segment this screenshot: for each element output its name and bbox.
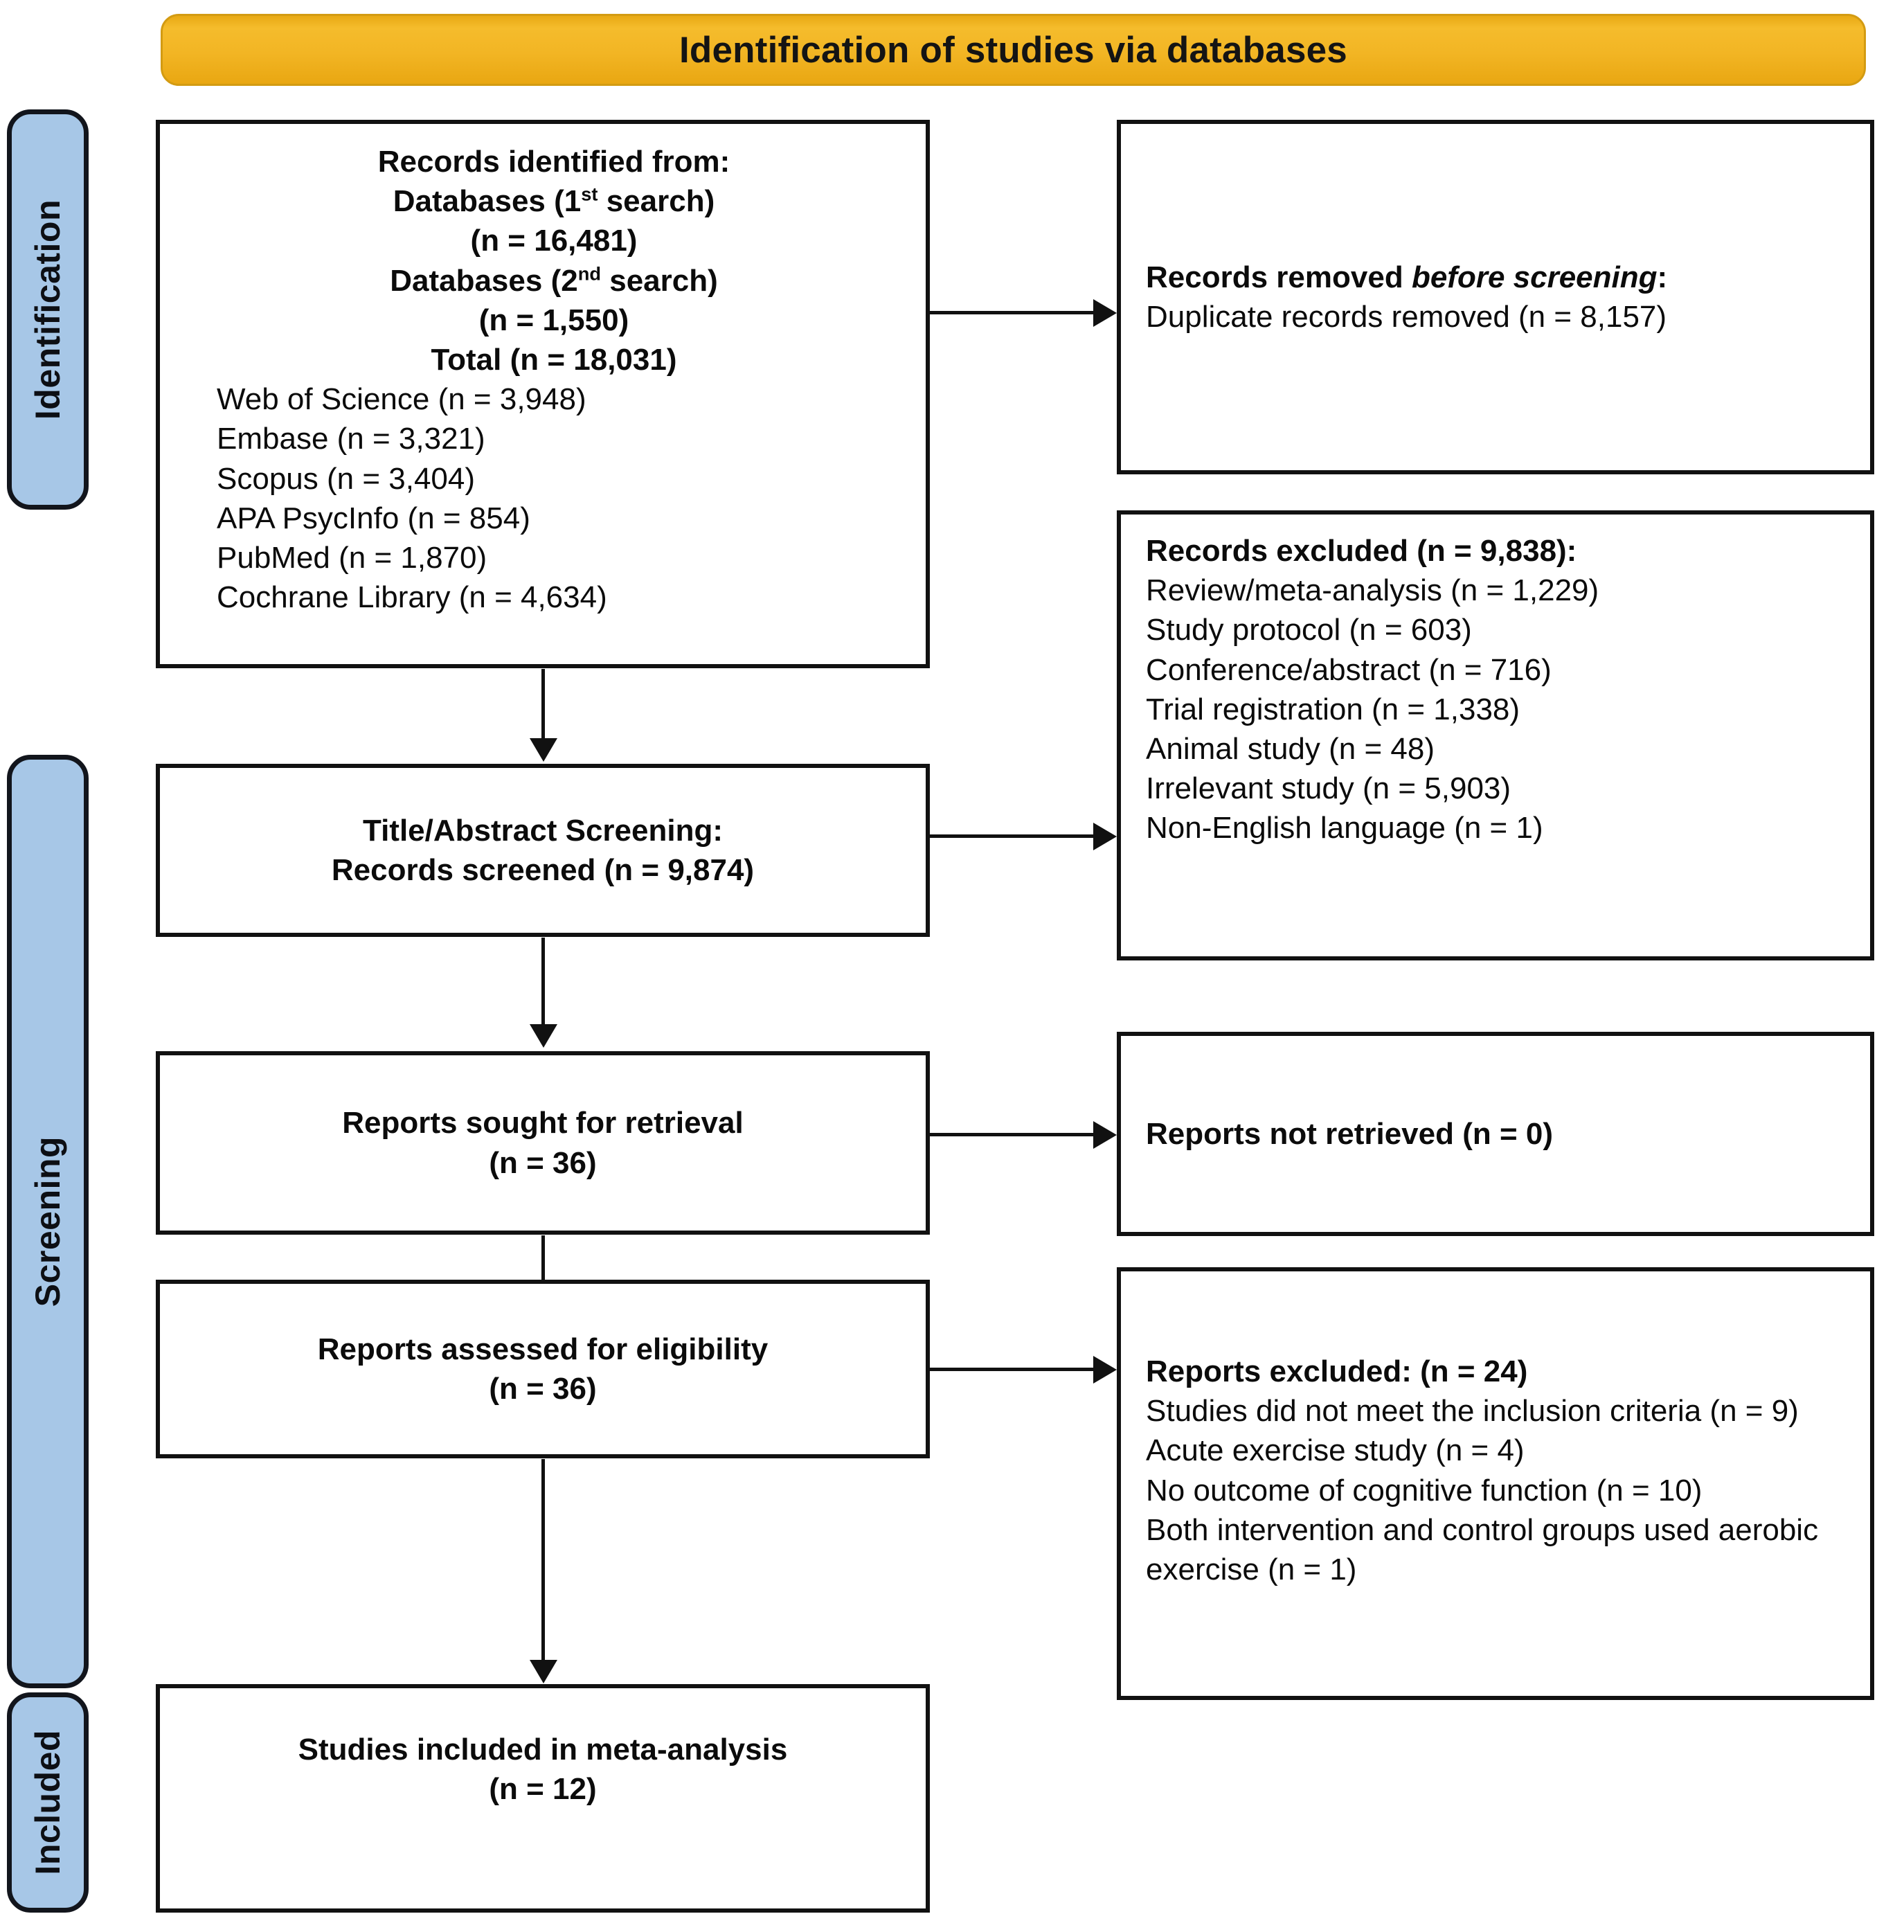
reports-sought-heading: Reports sought for retrieval	[342, 1106, 744, 1141]
reports-not-retrieved-box: Reports not retrieved (n = 0)	[1117, 1032, 1874, 1236]
records-excluded-reason-trial-registration: Trial registration (n = 1,338)	[1146, 692, 1520, 726]
stage-label-screening-text: Screening	[28, 1136, 67, 1307]
diagram-header-title: Identification of studies via databases	[679, 29, 1347, 71]
records-identified-source-embase: Embase (n = 3,321)	[217, 422, 485, 456]
stage-label-included: Included	[7, 1692, 89, 1913]
records-excluded-reason-review-meta-analysis: Review/meta-analysis (n = 1,229)	[1146, 573, 1599, 608]
reports-excluded-box: Reports excluded: (n = 24) Studies did n…	[1117, 1267, 1874, 1700]
records-identified-line-4: (n = 1,550)	[478, 303, 629, 337]
connector-identified-to-removed	[930, 311, 1093, 314]
records-identified-line-2: (n = 16,481)	[470, 224, 638, 258]
connector-sought-to-not-retrieved	[930, 1133, 1093, 1136]
records-identified-source-scopus: Scopus (n = 3,404)	[217, 461, 476, 496]
connector-identified-to-screened	[541, 669, 545, 738]
records-identified-line-3: Databases (2nd search)	[390, 262, 718, 298]
records-excluded-reason-study-protocol: Study protocol (n = 603)	[1146, 613, 1472, 647]
connector-assessed-to-excluded	[930, 1368, 1093, 1371]
connector-screened-to-sought-arrowhead	[530, 1024, 557, 1048]
studies-included-heading: Studies included in meta-analysis	[298, 1733, 788, 1766]
connector-identified-to-removed-arrowhead	[1093, 299, 1117, 327]
records-excluded-reason-non-english: Non-English language (n = 1)	[1146, 811, 1543, 846]
records-identified-box: Records identified from: Databases (1st …	[156, 120, 930, 668]
reports-sought-count: (n = 36)	[489, 1145, 597, 1180]
connector-screened-to-sought	[541, 938, 545, 1024]
reports-assessed-for-eligibility-box: Reports assessed for eligibility (n = 36…	[156, 1280, 930, 1458]
records-identified-line-1: Databases (1st search)	[393, 183, 715, 219]
records-identified-source-cochrane-library: Cochrane Library (n = 4,634)	[217, 580, 607, 615]
records-excluded-reason-conference-abstract: Conference/abstract (n = 716)	[1146, 652, 1552, 687]
diagram-header-banner: Identification of studies via databases	[161, 14, 1866, 86]
connector-assessed-to-included	[541, 1459, 545, 1660]
studies-included-count: (n = 12)	[489, 1772, 597, 1807]
records-screened-heading: Title/Abstract Screening:	[363, 813, 723, 848]
reports-excluded-heading: Reports excluded: (n = 24)	[1146, 1354, 1528, 1388]
stage-label-identification-text: Identification	[28, 199, 67, 420]
connector-identified-to-screened-arrowhead	[530, 738, 557, 762]
records-identified-line-5: Total (n = 18,031)	[431, 342, 677, 377]
reports-excluded-reason-inclusion-criteria: Studies did not meet the inclusion crite…	[1146, 1394, 1799, 1429]
records-removed-before-screening-box: Records removed before screening: Duplic…	[1117, 120, 1874, 474]
reports-excluded-reason-no-cognitive-outcome: No outcome of cognitive function (n = 10…	[1146, 1473, 1703, 1508]
connector-assessed-to-included-arrowhead	[530, 1660, 557, 1683]
connector-screened-to-excluded-arrowhead	[1093, 823, 1117, 850]
records-removed-heading: Records removed before screening:	[1146, 260, 1668, 294]
reports-excluded-reason-both-aerobic: Both intervention and control groups use…	[1146, 1512, 1827, 1586]
records-excluded-heading: Records excluded (n = 9,838):	[1146, 534, 1577, 568]
connector-assessed-to-excluded-arrowhead	[1093, 1356, 1117, 1384]
connector-screened-to-excluded	[930, 834, 1093, 838]
records-identified-source-apa-psycinfo: APA PsycInfo (n = 854)	[217, 501, 530, 535]
records-identified-source-web-of-science: Web of Science (n = 3,948)	[217, 382, 586, 417]
stage-label-identification: Identification	[7, 109, 89, 510]
reports-excluded-reason-acute-exercise: Acute exercise study (n = 4)	[1146, 1433, 1525, 1468]
records-identified-line-0: Records identified from:	[377, 145, 730, 179]
connector-sought-to-not-retrieved-arrowhead	[1093, 1121, 1117, 1149]
stage-label-included-text: Included	[28, 1730, 67, 1875]
studies-included-box: Studies included in meta-analysis (n = 1…	[156, 1684, 930, 1913]
stage-label-screening: Screening	[7, 755, 89, 1688]
records-identified-source-pubmed: PubMed (n = 1,870)	[217, 540, 487, 575]
records-excluded-reason-animal-study: Animal study (n = 48)	[1146, 731, 1435, 766]
records-excluded-reason-irrelevant-study: Irrelevant study (n = 5,903)	[1146, 771, 1511, 806]
records-excluded-box: Records excluded (n = 9,838): Review/met…	[1117, 510, 1874, 960]
records-screened-box: Title/Abstract Screening: Records screen…	[156, 764, 930, 937]
reports-sought-for-retrieval-box: Reports sought for retrieval (n = 36)	[156, 1051, 930, 1235]
records-screened-count: Records screened (n = 9,874)	[331, 853, 755, 887]
reports-assessed-count: (n = 36)	[489, 1372, 597, 1406]
connector-sought-to-assessed	[541, 1235, 545, 1312]
reports-not-retrieved-text: Reports not retrieved (n = 0)	[1146, 1116, 1554, 1151]
reports-assessed-heading: Reports assessed for eligibility	[317, 1332, 769, 1366]
records-removed-duplicates: Duplicate records removed (n = 8,157)	[1146, 300, 1667, 334]
